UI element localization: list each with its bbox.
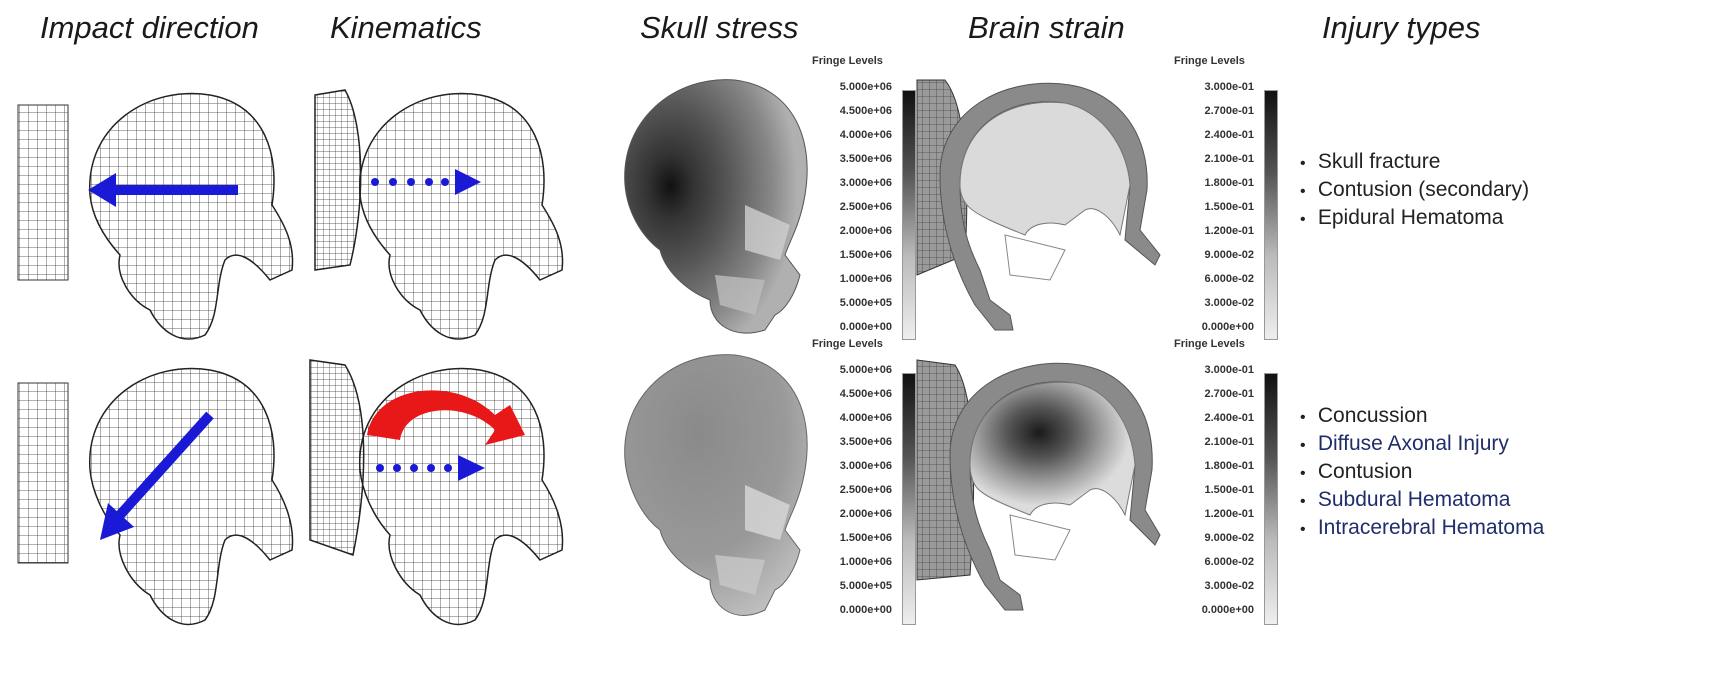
legend-color-bar — [1264, 373, 1278, 625]
legend-title: Fringe Levels — [1174, 55, 1245, 67]
legend-value: 2.700e-01 — [1172, 105, 1254, 117]
legend-value: 3.000e-02 — [1172, 297, 1254, 309]
header-skull-stress: Skull stress — [640, 10, 798, 46]
legend-value: 2.400e-01 — [1172, 129, 1254, 141]
legend-value: 0.000e+00 — [1172, 321, 1254, 333]
header-brain-strain: Brain strain — [968, 10, 1125, 46]
legend-value: 2.100e-01 — [1172, 153, 1254, 165]
injury-item: • Diffuse Axonal Injury — [1300, 430, 1544, 458]
legend-value: 3.000e+06 — [810, 460, 892, 472]
legend-value: 4.000e+06 — [810, 412, 892, 424]
legend-value: 2.500e+06 — [810, 201, 892, 213]
legend-value: 2.400e-01 — [1172, 412, 1254, 424]
legend-value: 2.100e-01 — [1172, 436, 1254, 448]
legend-value: 3.500e+06 — [810, 153, 892, 165]
injury-item: • Contusion — [1300, 458, 1544, 486]
strain-legend-top: Fringe Levels 3.000e-01 2.700e-01 2.400e… — [1172, 55, 1282, 340]
header-impact-direction: Impact direction — [40, 10, 259, 46]
injury-list-top: • Skull fracture • Contusion (secondary)… — [1300, 148, 1529, 232]
injury-item: • Subdural Hematoma — [1300, 486, 1544, 514]
legend-value: 2.500e+06 — [810, 484, 892, 496]
legend-value: 1.500e-01 — [1172, 484, 1254, 496]
legend-value: 2.000e+06 — [810, 508, 892, 520]
head-mesh — [360, 93, 563, 339]
kinematics-top-panel — [305, 85, 595, 350]
legend-value: 2.000e+06 — [810, 225, 892, 237]
legend-value: 1.800e-01 — [1172, 460, 1254, 472]
brain-strain-bottom-image — [915, 345, 1165, 635]
legend-value: 1.800e-01 — [1172, 177, 1254, 189]
legend-title: Fringe Levels — [1174, 338, 1245, 350]
impact-direction-bottom-panel — [10, 355, 300, 650]
header-kinematics: Kinematics — [330, 10, 482, 46]
injury-item: • Skull fracture — [1300, 148, 1529, 176]
legend-value: 6.000e-02 — [1172, 556, 1254, 568]
legend-value: 1.200e-01 — [1172, 508, 1254, 520]
impactor-plate — [18, 383, 68, 563]
impact-direction-top-panel — [10, 85, 300, 350]
legend-title: Fringe Levels — [812, 55, 883, 67]
injury-item: • Epidural Hematoma — [1300, 204, 1529, 232]
legend-value: 4.000e+06 — [810, 129, 892, 141]
brain-strain-top-image — [915, 75, 1165, 345]
legend-value: 0.000e+00 — [810, 321, 892, 333]
legend-value: 0.000e+00 — [810, 604, 892, 616]
header-injury-types: Injury types — [1322, 10, 1481, 46]
skull-stress-top-image — [615, 75, 815, 340]
legend-value: 5.000e+05 — [810, 580, 892, 592]
injury-list-bottom: • Concussion • Diffuse Axonal Injury • C… — [1300, 402, 1544, 542]
impactor-plate — [18, 105, 68, 280]
legend-title: Fringe Levels — [812, 338, 883, 350]
legend-value: 0.000e+00 — [1172, 604, 1254, 616]
legend-value: 3.000e+06 — [810, 177, 892, 189]
kinematics-bottom-panel — [305, 355, 595, 650]
injury-item: • Concussion — [1300, 402, 1544, 430]
stress-legend-bottom: Fringe Levels 5.000e+06 4.500e+06 4.000e… — [810, 338, 920, 638]
legend-value: 4.500e+06 — [810, 388, 892, 400]
deformed-impactor — [310, 360, 364, 555]
legend-color-bar — [902, 373, 916, 625]
head-mesh — [90, 368, 293, 624]
legend-value: 6.000e-02 — [1172, 273, 1254, 285]
legend-value: 1.500e+06 — [810, 249, 892, 261]
legend-value: 3.500e+06 — [810, 436, 892, 448]
legend-color-bar — [902, 90, 916, 340]
strain-legend-bottom: Fringe Levels 3.000e-01 2.700e-01 2.400e… — [1172, 338, 1282, 638]
legend-value: 2.700e-01 — [1172, 388, 1254, 400]
deformed-impactor — [315, 90, 361, 270]
head-mesh — [90, 93, 293, 339]
legend-value: 5.000e+05 — [810, 297, 892, 309]
injury-item: • Contusion (secondary) — [1300, 176, 1529, 204]
legend-value: 3.000e-01 — [1172, 81, 1254, 93]
legend-value: 5.000e+06 — [810, 364, 892, 376]
stress-legend-top: Fringe Levels 5.000e+06 4.500e+06 4.000e… — [810, 55, 920, 340]
legend-value: 1.000e+06 — [810, 556, 892, 568]
legend-value: 4.500e+06 — [810, 105, 892, 117]
legend-value: 5.000e+06 — [810, 81, 892, 93]
legend-value: 9.000e-02 — [1172, 532, 1254, 544]
legend-value: 3.000e-02 — [1172, 580, 1254, 592]
skull-stress-bottom-image — [615, 345, 815, 635]
legend-value: 1.500e+06 — [810, 532, 892, 544]
legend-color-bar — [1264, 90, 1278, 340]
legend-value: 1.000e+06 — [810, 273, 892, 285]
legend-value: 1.200e-01 — [1172, 225, 1254, 237]
injury-item: • Intracerebral Hematoma — [1300, 514, 1544, 542]
legend-value: 3.000e-01 — [1172, 364, 1254, 376]
legend-value: 1.500e-01 — [1172, 201, 1254, 213]
legend-value: 9.000e-02 — [1172, 249, 1254, 261]
